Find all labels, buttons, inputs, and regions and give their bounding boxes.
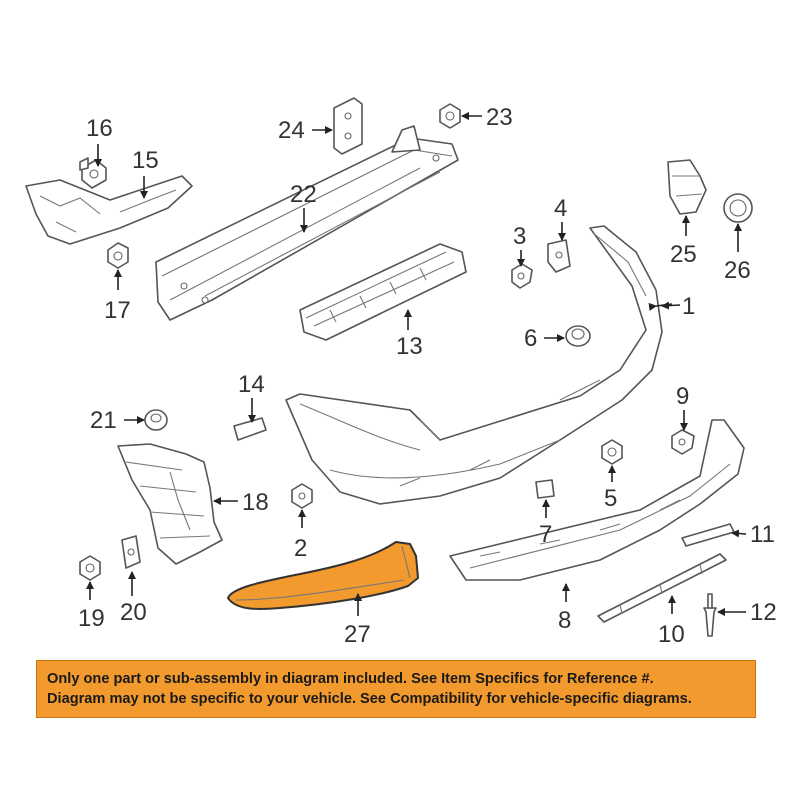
compatibility-notice: Only one part or sub-assembly in diagram… bbox=[36, 660, 756, 718]
label-9: 9 bbox=[676, 383, 689, 410]
part-14-bracket bbox=[233, 417, 267, 441]
part-23-nut bbox=[439, 103, 461, 129]
part-8-lower-valance bbox=[449, 419, 745, 581]
part-2-screw bbox=[291, 483, 313, 509]
label-7: 7 bbox=[539, 521, 552, 548]
notice-line-2: Diagram may not be specific to your vehi… bbox=[47, 691, 692, 707]
part-6-spacer bbox=[565, 325, 591, 347]
label-6: 6 bbox=[524, 325, 537, 352]
label-13: 13 bbox=[396, 333, 423, 360]
label-12: 12 bbox=[750, 599, 777, 626]
label-3: 3 bbox=[513, 223, 526, 250]
part-18-side-bracket bbox=[117, 443, 223, 565]
part-9-clip bbox=[671, 429, 695, 455]
label-18: 18 bbox=[242, 489, 269, 516]
label-24: 24 bbox=[278, 117, 305, 144]
part-5-nut bbox=[601, 439, 623, 465]
label-26: 26 bbox=[724, 257, 751, 284]
part-27-reflector-highlighted bbox=[227, 541, 419, 610]
part-24-mounting-plate bbox=[333, 97, 363, 155]
part-20-clip bbox=[121, 535, 141, 569]
label-11: 11 bbox=[750, 521, 775, 548]
part-1-bumper-cover bbox=[285, 225, 663, 505]
label-4: 4 bbox=[554, 195, 567, 222]
label-1: 1 bbox=[682, 293, 695, 320]
label-10: 10 bbox=[658, 621, 685, 648]
label-22: 22 bbox=[290, 181, 317, 208]
label-21: 21 bbox=[90, 407, 117, 434]
label-15: 15 bbox=[132, 147, 159, 174]
part-25-parking-sensor bbox=[667, 159, 707, 215]
part-26-sensor-grommet bbox=[723, 193, 753, 223]
part-15-side-bracket bbox=[25, 175, 193, 245]
leader-lines bbox=[86, 112, 747, 616]
label-2: 2 bbox=[294, 535, 307, 562]
part-17-nut bbox=[107, 242, 129, 269]
part-16-screw bbox=[79, 157, 107, 189]
part-13-energy-absorber bbox=[299, 243, 467, 341]
part-7-clip bbox=[535, 479, 555, 499]
label-5: 5 bbox=[604, 485, 617, 512]
label-19: 19 bbox=[78, 605, 105, 632]
label-8: 8 bbox=[558, 607, 571, 634]
callout-labels: 1 2 3 4 5 6 7 8 9 10 11 12 13 14 15 16 1… bbox=[78, 104, 777, 648]
notice-line-1: Only one part or sub-assembly in diagram… bbox=[47, 671, 654, 687]
part-10-reinforcement-strip bbox=[597, 553, 727, 623]
part-21-spacer bbox=[144, 409, 168, 431]
label-23: 23 bbox=[486, 104, 513, 131]
label-16: 16 bbox=[86, 115, 113, 142]
label-17: 17 bbox=[104, 297, 131, 324]
label-20: 20 bbox=[120, 599, 147, 626]
part-4-bracket bbox=[547, 239, 571, 273]
label-14: 14 bbox=[238, 371, 265, 398]
part-3-clip bbox=[511, 263, 533, 289]
label-27: 27 bbox=[344, 621, 371, 648]
label-25: 25 bbox=[670, 241, 697, 268]
part-11-trim-strip bbox=[681, 523, 735, 547]
part-19-nut bbox=[79, 555, 101, 581]
part-12-push-pin bbox=[703, 593, 717, 637]
